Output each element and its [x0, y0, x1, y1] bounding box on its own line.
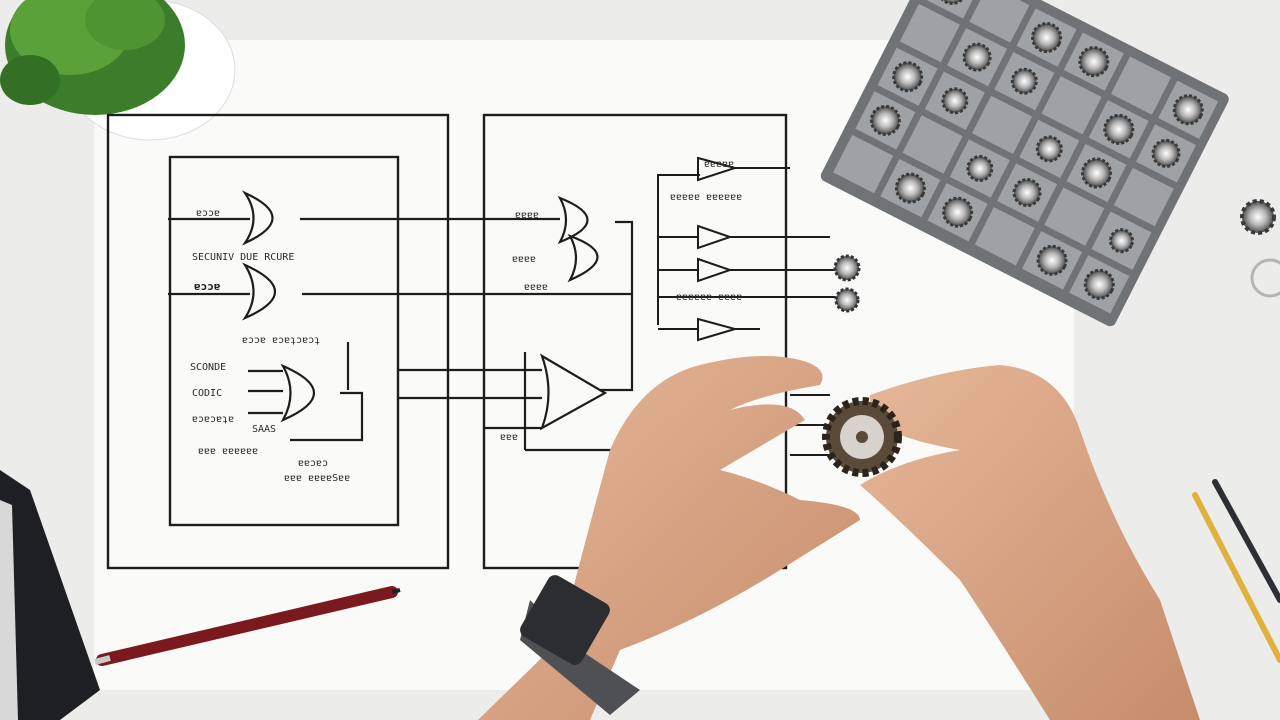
label-gate2-in: ɐɔɔɐ: [194, 280, 221, 293]
held-gear: [822, 397, 902, 477]
pencils: [1192, 479, 1280, 663]
label-block3-foot2: ɐɐɔɐɔ: [298, 458, 328, 469]
label-block3-foot3: ɐɐɐ ɐɐɐɐSɐɐ: [284, 473, 350, 484]
label-block3-in1: SCONDE: [190, 362, 226, 373]
tray-gear: [1109, 228, 1135, 254]
tray-gear: [1010, 67, 1038, 95]
logic-gate-2: [168, 262, 632, 321]
label-mid-gate1: ɐɐɐɐ: [515, 210, 539, 221]
label-block3-in2: CODIC: [192, 388, 222, 399]
tray-cell: [902, 115, 963, 174]
tray-cell: [833, 134, 894, 194]
buffer-column: [657, 156, 835, 456]
tray-cell: [972, 95, 1033, 155]
label-line2: SECUNIV DUE RCURE: [192, 252, 294, 263]
label-right-mid: ɐɐɐɐɐɐ ɐɐɐɐ: [676, 292, 742, 303]
right-hand: [860, 365, 1200, 720]
logic-gate-4: [557, 195, 634, 392]
tray-gear: [1036, 244, 1068, 276]
tray-cell: [974, 207, 1035, 266]
label-mid-gate2: ɐɐɐɐ: [512, 254, 536, 265]
logic-gate-3: [248, 342, 364, 442]
label-gate1-in: ɐɔɔɐ: [196, 208, 220, 219]
schematic-gears: [833, 254, 861, 313]
tray-cell: [1110, 56, 1172, 115]
notebook: [0, 470, 100, 720]
tray-gear: [1172, 94, 1204, 126]
tray-gear: [1083, 268, 1115, 300]
tray-gear: [1151, 138, 1181, 168]
label-block3-title: ɐɔɔɐ ɐɔɐʇɔɐɔʇ: [242, 335, 320, 346]
label-mid-gate3: ɐɐɐ: [500, 432, 518, 443]
tray-gear: [894, 172, 926, 204]
tray-gear: [966, 155, 994, 183]
tray-gear: [1031, 22, 1063, 54]
potted-plant: [0, 0, 236, 141]
tray-gear: [936, 0, 968, 5]
loose-gears: [1240, 199, 1280, 298]
logic-gate-5: [398, 352, 620, 452]
label-right-top2: ɐɐɐɐɐ ɐɐɐɐɐɐ: [670, 192, 742, 203]
tray-gear: [1103, 113, 1135, 145]
label-block3-in3: ɐɔɐɔɐʇɐ: [192, 414, 234, 425]
schematic-labels: ɐɔɔɐ SECUNIV DUE RCURE ɐɔɔɐ ɐɔɔɐ ɐɔɐʇɔɐɔ…: [190, 159, 742, 484]
tray-cell: [1041, 76, 1102, 135]
tray-cell: [899, 3, 960, 63]
tray-gear: [1081, 157, 1113, 189]
tray-gear: [892, 61, 924, 93]
tray-gear: [962, 42, 992, 72]
label-block3-sub: SAAS: [252, 424, 276, 435]
tray-gear: [1012, 178, 1042, 208]
parts-tray: [820, 0, 1229, 327]
left-hand: [478, 356, 860, 720]
label-right-top: ɐɐɐɐɐ: [704, 159, 734, 170]
tray-cell: [922, 0, 983, 19]
red-pen: [94, 586, 401, 666]
tray-cell: [1044, 187, 1105, 246]
tray-cell: [969, 0, 1030, 43]
tray-gear: [942, 196, 974, 228]
logic-gate-1: [168, 190, 560, 246]
tray-cell: [1113, 167, 1174, 227]
tray-gear: [869, 104, 901, 136]
label-mid-gate2-out: ɐɐɐɐ: [524, 282, 548, 293]
label-block3-foot1: ɐɐɐ ɐɐɐɐɐɐ: [198, 446, 258, 457]
tray-gear: [1078, 46, 1110, 78]
